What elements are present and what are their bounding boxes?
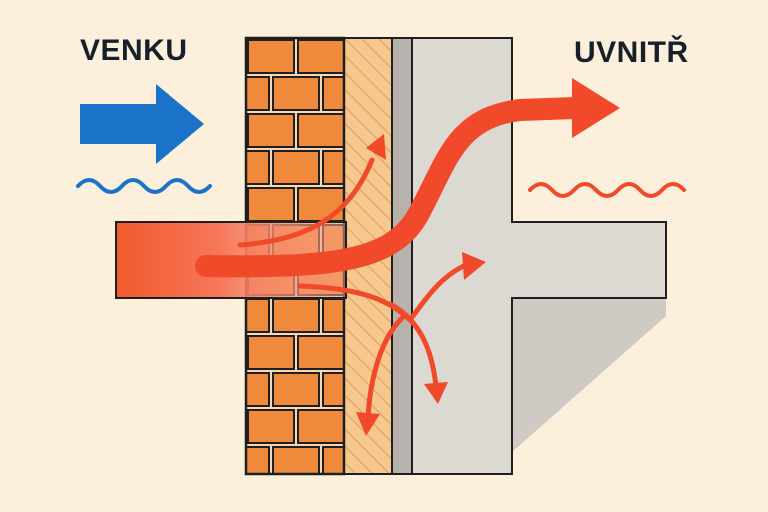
brick	[272, 298, 320, 333]
brick	[297, 113, 344, 148]
brick	[246, 76, 270, 111]
brick	[297, 409, 344, 444]
brick	[322, 372, 344, 407]
brick	[247, 113, 295, 148]
blue-arrow-right-icon	[80, 84, 204, 164]
label-outside: VENKU	[80, 34, 188, 67]
brick	[322, 150, 344, 185]
heat-arrow-down-right-head	[424, 382, 448, 404]
main-heat-arrow-head	[572, 78, 620, 138]
slab-shadow	[512, 298, 666, 452]
brick	[322, 76, 344, 111]
heat-arrow-down-left	[365, 315, 405, 421]
heat-arrow-up	[237, 157, 375, 248]
brick	[272, 76, 320, 111]
heat-arrow-up-head	[366, 134, 386, 160]
heat-flow-arrows	[195, 78, 620, 436]
brick	[272, 372, 320, 407]
heat-arrow-down-right	[387, 301, 439, 389]
concrete-dark-strip	[391, 37, 413, 475]
brick	[297, 187, 344, 222]
brick	[297, 39, 344, 74]
heat-arrow-down-left-head	[356, 412, 380, 436]
brick	[246, 298, 270, 333]
main-heat-arrow	[195, 97, 586, 278]
heat-arrow-right-head	[462, 252, 486, 280]
brick	[247, 187, 295, 222]
blue-wave-icon	[76, 178, 212, 194]
brick	[247, 39, 295, 74]
brick	[246, 150, 270, 185]
brick	[322, 298, 344, 333]
brick	[246, 446, 270, 474]
brick	[297, 335, 344, 370]
brick	[322, 446, 344, 474]
brick	[272, 446, 320, 474]
label-inside: UVNITŘ	[574, 36, 689, 69]
brick	[247, 335, 295, 370]
brick	[246, 372, 270, 407]
red-wave-icon	[528, 182, 686, 198]
brick	[272, 150, 320, 185]
brick	[247, 409, 295, 444]
